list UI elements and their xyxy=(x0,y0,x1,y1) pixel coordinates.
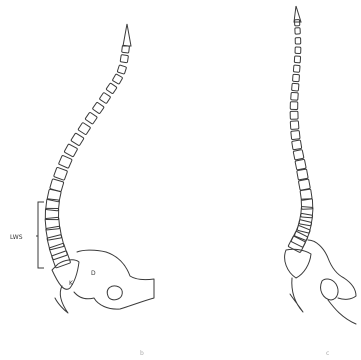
vertebra xyxy=(92,102,104,114)
vertebra xyxy=(295,159,306,170)
right-spine xyxy=(288,6,313,253)
vertebra xyxy=(294,20,299,26)
right-pelvis-body xyxy=(308,240,356,299)
vertebra xyxy=(99,92,110,103)
vertebra xyxy=(295,38,301,44)
vertebra xyxy=(85,112,97,124)
right-coccyx xyxy=(290,278,303,312)
right-pelvis-tail xyxy=(328,300,356,324)
right-sacrum-outline xyxy=(285,249,311,278)
vertebra xyxy=(117,65,126,74)
vertebra xyxy=(291,130,300,139)
label-lumbar-segment: LWS xyxy=(10,234,23,241)
vertebra xyxy=(290,111,298,119)
caption-left: b xyxy=(140,350,144,357)
left-coccyx xyxy=(55,286,68,313)
left-pelvis-loop xyxy=(107,286,122,300)
vertebra xyxy=(290,102,298,110)
vertebra xyxy=(112,74,123,84)
vertebra xyxy=(58,155,72,168)
vertebra xyxy=(295,47,301,54)
vertebra xyxy=(54,167,68,180)
left-spine xyxy=(45,24,131,268)
vertebra-tip xyxy=(123,24,131,46)
caption-right: c xyxy=(326,350,329,357)
vertebra xyxy=(64,144,78,157)
vertebra xyxy=(78,122,91,135)
vertebra xyxy=(291,92,299,100)
right-pelvis xyxy=(285,240,356,324)
vertebra xyxy=(293,65,300,72)
vertebra xyxy=(297,169,308,180)
vertebra xyxy=(295,28,301,34)
vertebra xyxy=(106,83,117,94)
vertebra xyxy=(293,74,300,81)
vertebra xyxy=(292,83,299,91)
lumbar-bracket xyxy=(36,202,44,268)
vertebra xyxy=(292,140,302,150)
vertebra xyxy=(298,179,310,190)
label-pelvis: D xyxy=(91,270,96,277)
vertebra xyxy=(120,55,128,63)
vertebra xyxy=(290,121,299,130)
left-pelvis xyxy=(52,250,154,313)
vertebra xyxy=(71,133,84,146)
vertebra xyxy=(293,150,304,160)
vertebra xyxy=(301,207,313,218)
vertebra xyxy=(294,56,300,63)
right-pelvis-loop xyxy=(321,279,338,300)
